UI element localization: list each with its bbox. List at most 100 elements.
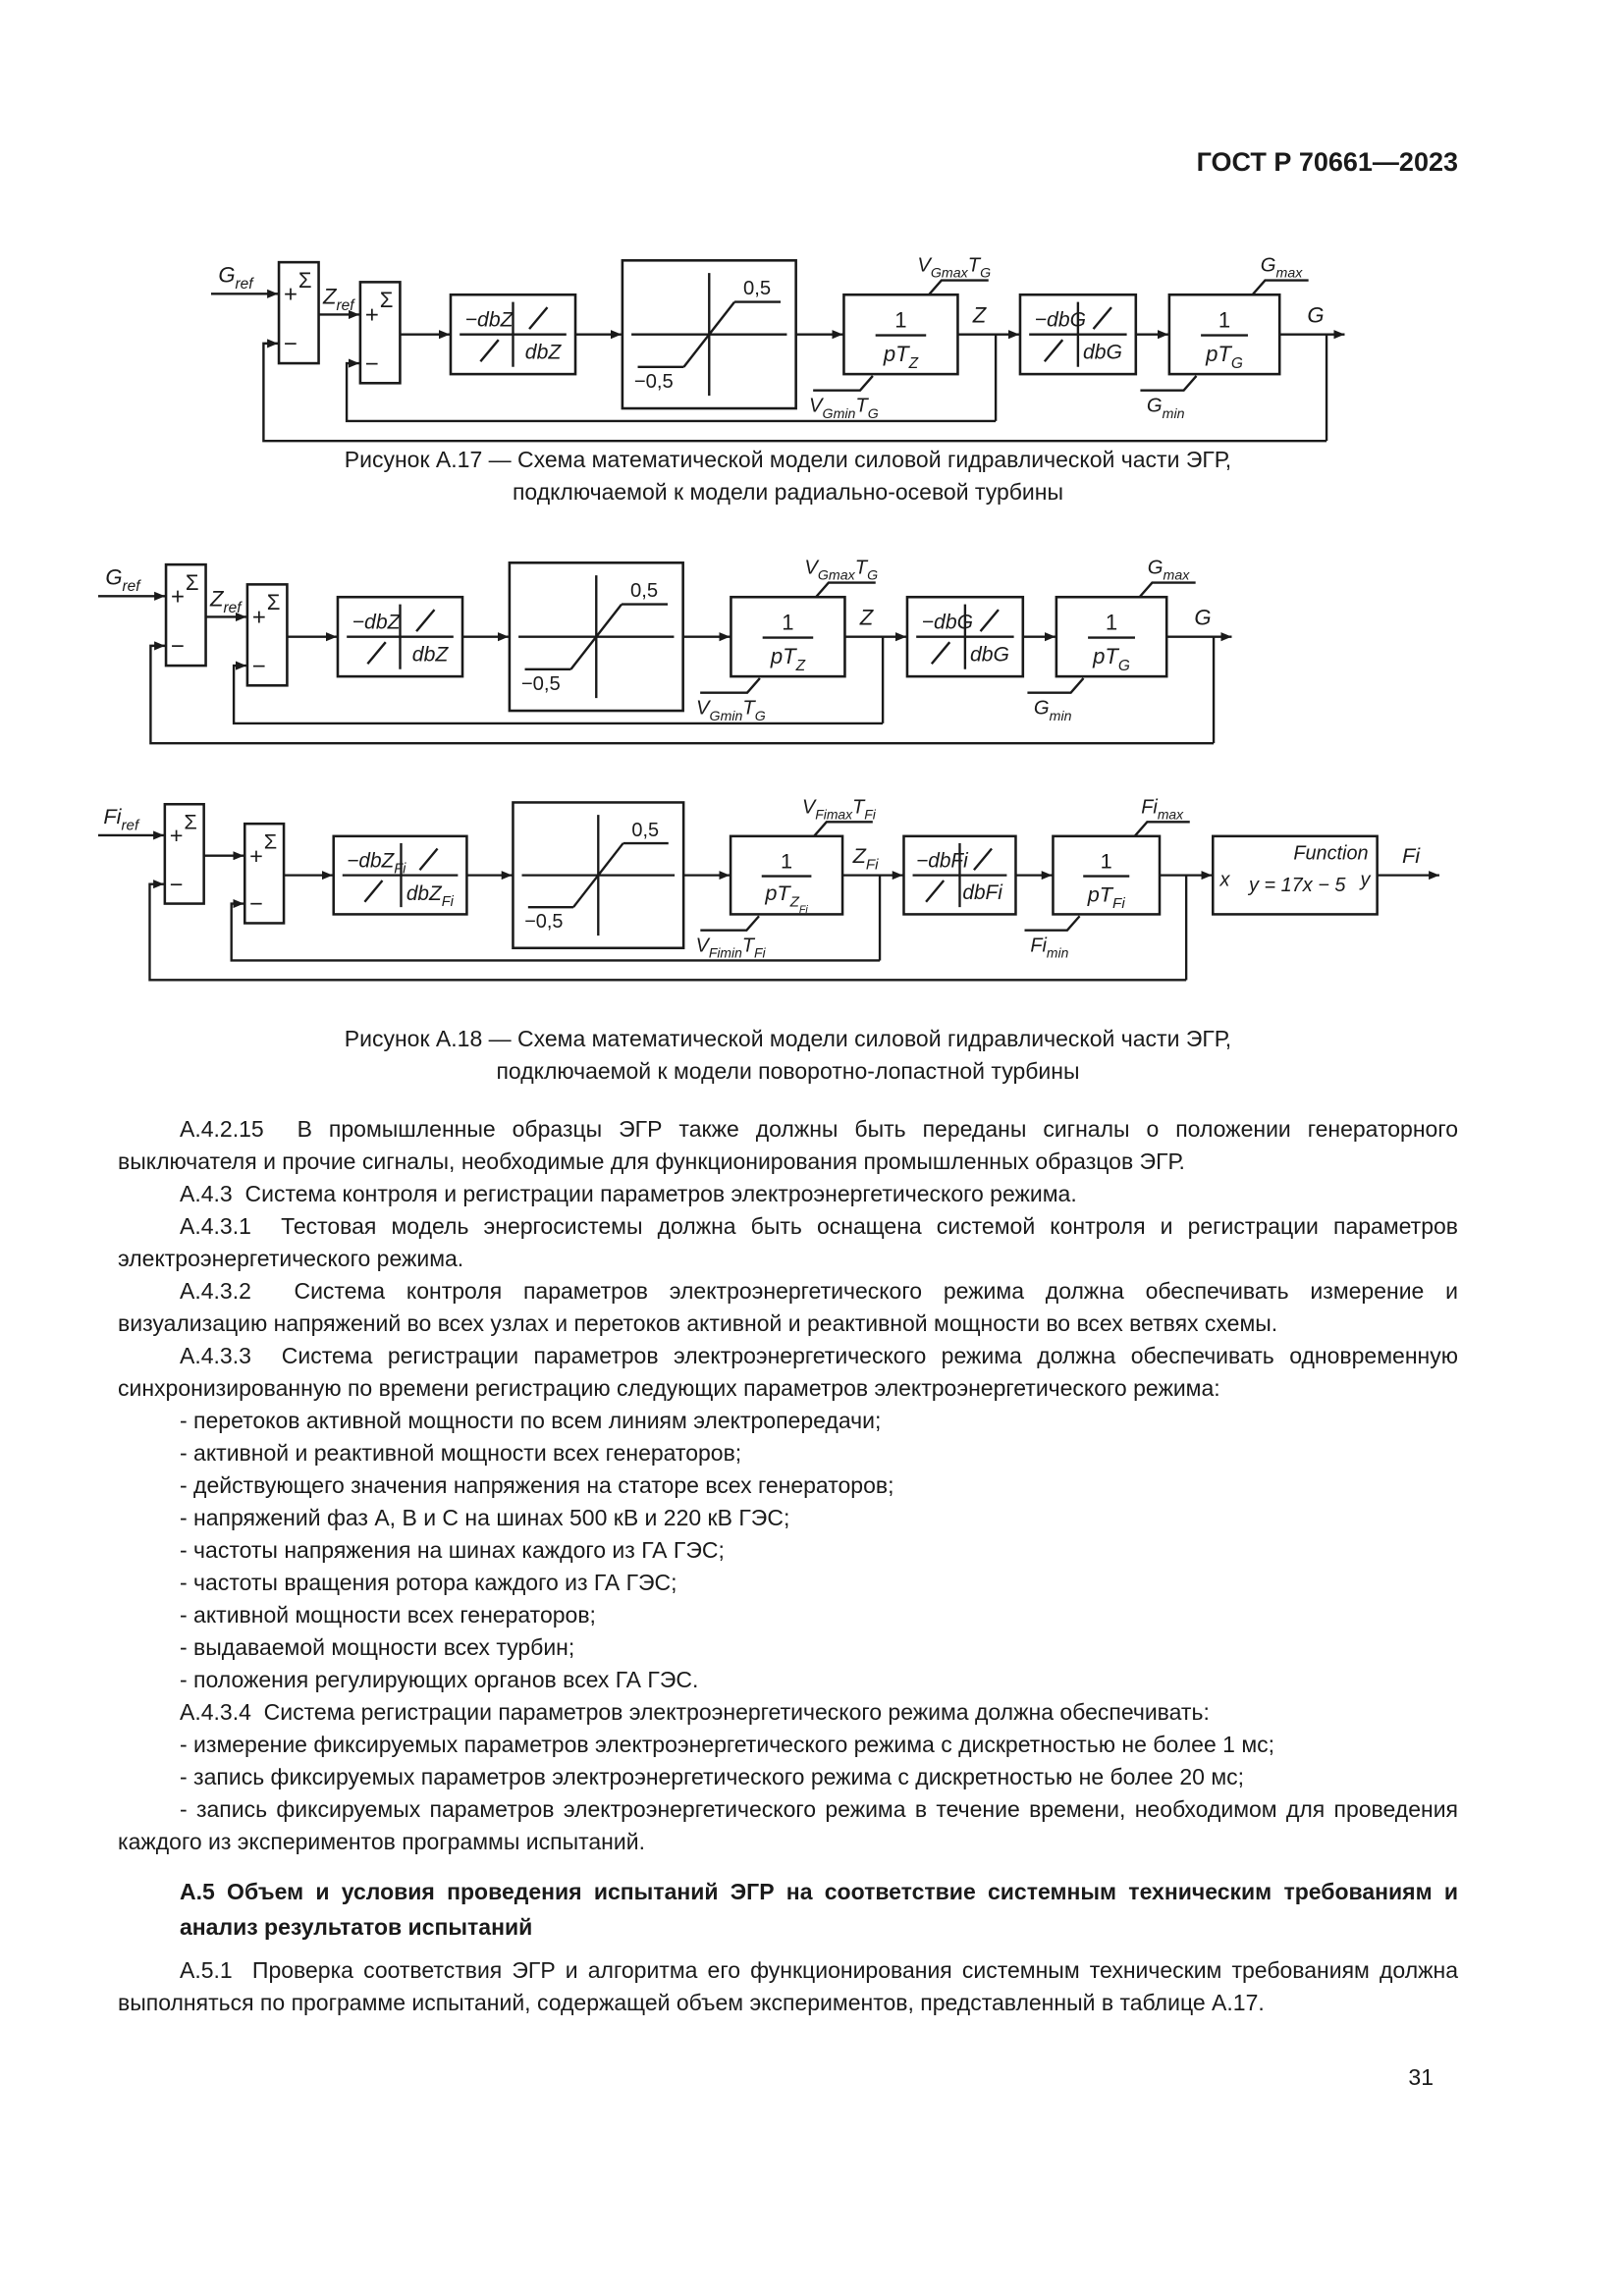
list-item: - перетоков активной мощности по всем ли… [180, 1408, 882, 1433]
paragraph-a4-3: А.4.3 Система контроля и регистрации пар… [180, 1181, 1077, 1206]
deadband-block-z: −dbZFi dbZFi [332, 834, 468, 916]
zref-label: Zref [209, 586, 243, 616]
lower-limit-label: VGminTG [696, 698, 766, 724]
deadband-neg-label: −dbZ [465, 308, 514, 331]
deadband-block-g: −dbG dbG [905, 595, 1025, 678]
input-label: Firef [103, 804, 140, 834]
lower-limit-label: VGminTG [809, 396, 879, 422]
integrator-block-z: 1 pTZ VGmaxTG VGminTG [809, 254, 991, 421]
saturation-high-label: 0,5 [631, 820, 659, 841]
sum-block-2: Σ + − [243, 822, 286, 925]
lower-limit-label: Gmin [1034, 698, 1072, 724]
minus-sign: − [171, 633, 185, 660]
sigma-symbol: Σ [264, 828, 277, 853]
paragraph-a4-3-2: А.4.3.2 Система контроля параметров элек… [118, 1278, 1465, 1336]
page-header: ГОСТ Р 70661—2023 [1196, 147, 1458, 177]
deadband-pos-label: dbZ [525, 342, 563, 364]
saturation-block: 0,5 −0,5 [512, 801, 685, 950]
fraction-numerator: 1 [1218, 307, 1230, 332]
page-number: 31 [1408, 2064, 1434, 2090]
fraction-numerator: 1 [1106, 610, 1117, 634]
minus-sign: − [170, 872, 184, 897]
deadband-pos-label: dbFi [962, 881, 1003, 904]
upper-limit-label: Gmax [1261, 254, 1303, 281]
function-title: Function [1293, 842, 1368, 864]
mid-signal-label: ZFi [852, 843, 880, 874]
figure-a17-caption: Рисунок А.17 — Схема математической моде… [118, 444, 1458, 508]
paragraph-a5-1: А.5.1 Проверка соответствия ЭГР и алгори… [118, 1957, 1465, 2015]
deadband-pos-label: dbZ [412, 644, 450, 667]
deadband-pos-label: dbG [1083, 342, 1122, 364]
sum-block-1: Σ + − [277, 260, 320, 365]
fraction-numerator: 1 [781, 848, 792, 873]
function-output-label: y [1358, 869, 1371, 890]
integrator-block-z: 1 pTZ VGmaxTG VGminTG [696, 557, 878, 723]
list-item: - напряжений фаз А, В и С на шинах 500 к… [180, 1505, 790, 1530]
list-item: - запись фиксируемых параметров электроэ… [180, 1764, 1245, 1789]
integrator-block-g: 1 pTG Gmax Gmin [1027, 557, 1196, 724]
sigma-symbol: Σ [186, 570, 199, 595]
saturation-high-label: 0,5 [630, 580, 658, 602]
figure-a18-caption: Рисунок А.18 — Схема математической моде… [118, 1023, 1458, 1088]
upper-limit-label: Gmax [1148, 557, 1190, 583]
input-label: Gref [105, 564, 141, 595]
paragraph-a4-3-1: А.4.3.1 Тестовая модель энергосистемы до… [118, 1213, 1465, 1271]
paragraph-a4-3-4: А.4.3.4 Система регистрации параметров э… [180, 1699, 1210, 1725]
fraction-denominator: pTFi [1087, 882, 1126, 913]
zref-label: Zref [322, 284, 355, 314]
integrator-block-fi: 1 pTFi Fimax Fimin [1024, 796, 1190, 960]
list-item: - действующего значения напряжения на ст… [180, 1472, 894, 1498]
caption-line: подключаемой к модели поворотно-лопастно… [496, 1058, 1080, 1084]
fraction-numerator: 1 [782, 610, 793, 634]
deadband-neg-label: −dbG [922, 611, 973, 633]
fraction-numerator: 1 [1101, 848, 1112, 873]
plus-sign: + [170, 823, 184, 848]
fraction-denominator: pTZ [770, 644, 806, 674]
output-label: G [1194, 606, 1211, 630]
section-heading-a5: А.5 Объем и условия проведения испытаний… [180, 1879, 1465, 1940]
list-item: - активной мощности всех генераторов; [180, 1602, 596, 1628]
fig-a18-diagram-guide-vane: Gref Σ + − Zref Σ + − −dbZ dbZ [98, 557, 1232, 745]
upper-limit-label: Fimax [1141, 796, 1184, 822]
fraction-denominator: pTZ [883, 342, 919, 372]
list-item: - запись фиксируемых параметров электроэ… [118, 1796, 1465, 1854]
fig-a17-diagram: Gref Σ + − Zref Σ + − −dbZ dbZ [211, 254, 1345, 443]
saturation-low-label: −0,5 [524, 911, 563, 933]
list-item: - выдаваемой мощности всех турбин; [180, 1634, 575, 1660]
deadband-block-z: −dbZ dbZ [449, 293, 577, 376]
deadband-pos-label: dbG [970, 644, 1009, 667]
deadband-pos-label: dbZFi [406, 882, 455, 910]
list-item: - активной и реактивной мощности всех ге… [180, 1440, 742, 1466]
plus-sign: + [249, 843, 263, 869]
lower-limit-label: Gmin [1147, 396, 1185, 422]
fraction-denominator: pTG [1205, 342, 1243, 372]
function-equation: y = 17x − 5 [1247, 875, 1346, 896]
mid-signal-label: Z [859, 606, 875, 630]
function-block: Function y = 17x − 5 x y [1212, 834, 1379, 916]
deadband-block-g: −dbG dbG [1018, 293, 1138, 376]
minus-sign: − [252, 653, 266, 679]
upper-limit-label: VFimaxTFi [802, 796, 877, 822]
fraction-denominator: pTG [1092, 644, 1130, 674]
sum-block-1: Σ + − [164, 562, 207, 667]
deadband-neg-label: −dbZ [352, 611, 402, 633]
integrator-block-z: 1 pTZFi VFimaxTFi VFiminTFi [696, 796, 877, 960]
saturation-high-label: 0,5 [743, 278, 771, 299]
fraction-denominator: pTZFi [764, 881, 808, 916]
deadband-block-fi: −dbFi dbFi [902, 834, 1017, 916]
output-label: Fi [1402, 843, 1421, 868]
body-text: А.4.2.15 В промышленные образцы ЭГР такж… [118, 1113, 1458, 2019]
upper-limit-label: VGmaxTG [917, 254, 991, 281]
plus-sign: + [365, 302, 379, 329]
saturation-low-label: −0,5 [634, 371, 674, 393]
integrator-block-g: 1 pTG Gmax Gmin [1140, 254, 1309, 422]
input-label: Gref [218, 262, 254, 293]
saturation-block: 0,5 −0,5 [508, 561, 684, 713]
lower-limit-label: Fimin [1030, 934, 1068, 960]
plus-sign: + [171, 584, 185, 611]
minus-sign: − [249, 891, 263, 917]
caption-line: Рисунок А.17 — Схема математической моде… [344, 447, 1232, 472]
minus-sign: − [365, 350, 379, 377]
deadband-block-z: −dbZ dbZ [336, 595, 464, 678]
list-item: - измерение фиксируемых параметров элект… [180, 1732, 1275, 1757]
